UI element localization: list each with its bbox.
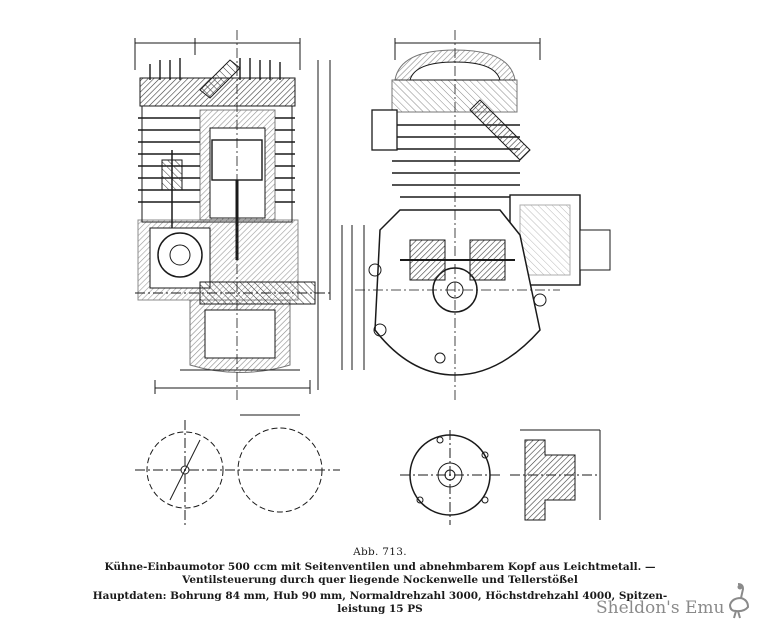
front-section-view <box>351 30 611 400</box>
caption-line-2: Ventilsteuerung durch quer liegende Nock… <box>182 574 578 586</box>
cam-cover-detail <box>400 429 601 525</box>
valve-timing-scheme <box>135 414 340 525</box>
main-data-caption: Hauptdaten: Bohrung 84 mm, Hub 90 mm, No… <box>90 590 670 616</box>
main-data-line-1: Hauptdaten: Bohrung 84 mm, Hub 90 mm, No… <box>92 590 668 602</box>
caption-line-1: Kühne-Einbaumotor 500 ccm mit Seitenvent… <box>104 561 656 573</box>
engine-technical-drawing <box>134 30 611 525</box>
main-data-line-2: leistung 15 PS <box>337 603 423 615</box>
figure-number: Abb. 713. <box>353 546 407 558</box>
figure-caption: Kühne-Einbaumotor 500 ccm mit Seitenvent… <box>90 561 670 587</box>
side-section-view <box>134 30 343 400</box>
watermark-text: Sheldon's Emu <box>596 598 725 618</box>
emu-logo-icon <box>728 583 750 619</box>
